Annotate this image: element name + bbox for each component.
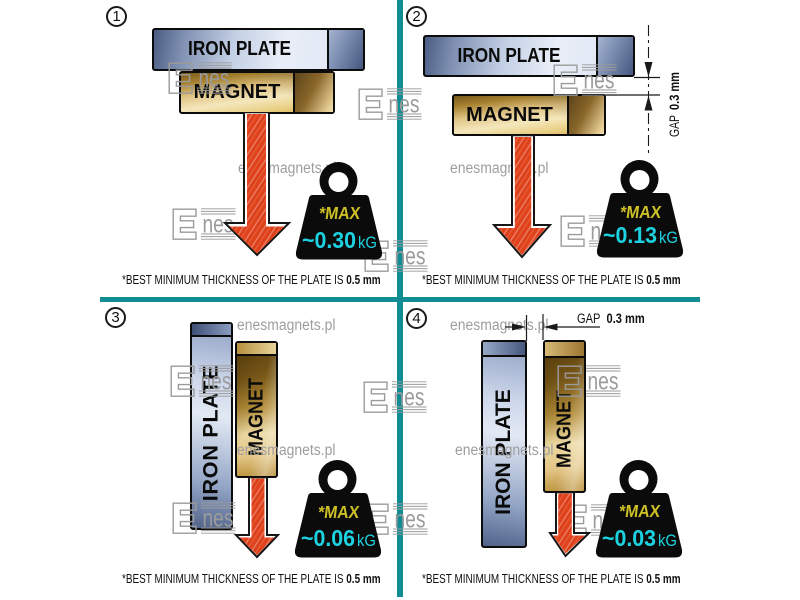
svg-text:kG: kG — [357, 531, 376, 550]
svg-text:*MAX: *MAX — [618, 501, 662, 521]
svg-text:~0.06: ~0.06 — [301, 525, 355, 551]
svg-text:kG: kG — [659, 228, 678, 247]
svg-text:kG: kG — [358, 233, 377, 252]
svg-text:*MAX: *MAX — [619, 202, 663, 222]
svg-text:~0.30: ~0.30 — [302, 227, 356, 253]
svg-text:GAP: GAP — [667, 115, 682, 137]
svg-text:*MAX: *MAX — [318, 203, 362, 223]
svg-text:*MAX: *MAX — [317, 502, 361, 522]
svg-text:~0.03: ~0.03 — [602, 525, 656, 551]
svg-text:0.3 mm: 0.3 mm — [667, 72, 682, 110]
svg-text:~0.13: ~0.13 — [603, 222, 657, 248]
svg-text:kG: kG — [658, 531, 677, 550]
